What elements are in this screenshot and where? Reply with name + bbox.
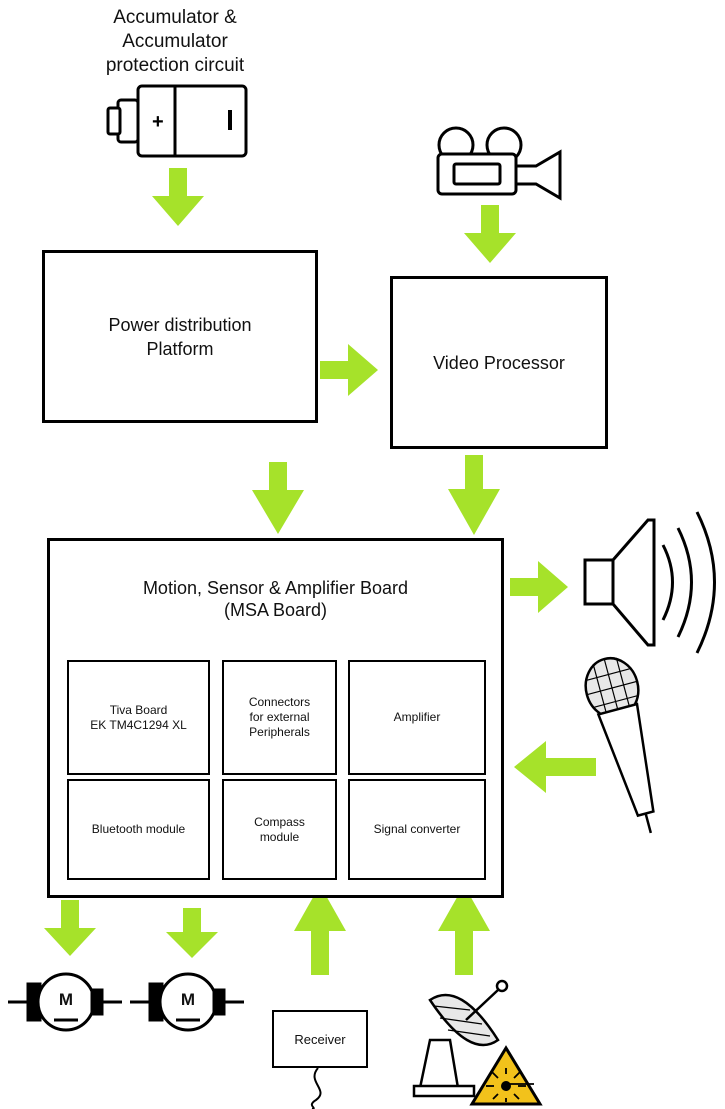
arrow-battery-to-power [152,168,204,226]
video-processor-label: Video Processor [433,352,565,373]
module-connectors-label: Connectors for external Peripherals [248,695,311,739]
satellite-dish-icon [412,979,509,1098]
module-signal-converter-label: Signal converter [373,822,461,836]
msa-board-title: Motion, Sensor & Amplifier Board (MSA Bo… [142,578,409,620]
module-bluetooth: Bluetooth module [67,779,210,880]
receiver-wire-icon [310,1067,322,1109]
arrow-power-to-video [320,344,378,396]
arrow-power-to-msa [252,462,304,534]
power-distribution-label: Power distribution Platform [108,314,252,359]
arrow-video-to-msa [448,455,500,535]
module-compass-label: Compass module [254,814,305,844]
microphone-icon [584,657,655,834]
module-compass: Compass module [222,779,337,880]
module-amplifier-label: Amplifier [393,710,441,724]
module-tiva-board: Tiva Board EK TM4C1294 XL [67,660,210,775]
motor-icon [8,972,122,1032]
module-bluetooth-label: Bluetooth module [91,822,186,836]
motor-icon [130,972,244,1032]
laser-warning-icon [469,1045,543,1106]
module-connectors: Connectors for external Peripherals [222,660,337,775]
motor-2-label: M [180,990,196,1009]
power-distribution-box: Power distribution Platform [42,250,318,423]
arrow-receiver-to-msa [294,885,346,975]
arrow-msa-to-motor2 [166,908,218,958]
arrow-msa-to-speaker [510,561,568,613]
arrow-mic-to-msa [514,741,596,793]
receiver-label: Receiver [294,1031,346,1047]
speaker-icon [583,511,716,654]
module-signal-converter: Signal converter [348,779,486,880]
battery-icon: + [106,84,248,158]
accumulator-label: Accumulator & Accumulator protection cir… [105,7,245,76]
video-camera-icon [436,126,562,201]
arrow-camera-to-video [464,205,516,263]
video-processor-box: Video Processor [390,276,608,449]
motor-1-label: M [58,990,74,1009]
module-tiva-board-label: Tiva Board EK TM4C1294 XL [90,702,187,732]
arrow-msa-to-motor1 [44,900,96,956]
svg-text:+: + [152,111,164,133]
module-amplifier: Amplifier [348,660,486,775]
arrow-dish-to-msa [438,885,490,975]
receiver-box: Receiver [272,1010,368,1068]
